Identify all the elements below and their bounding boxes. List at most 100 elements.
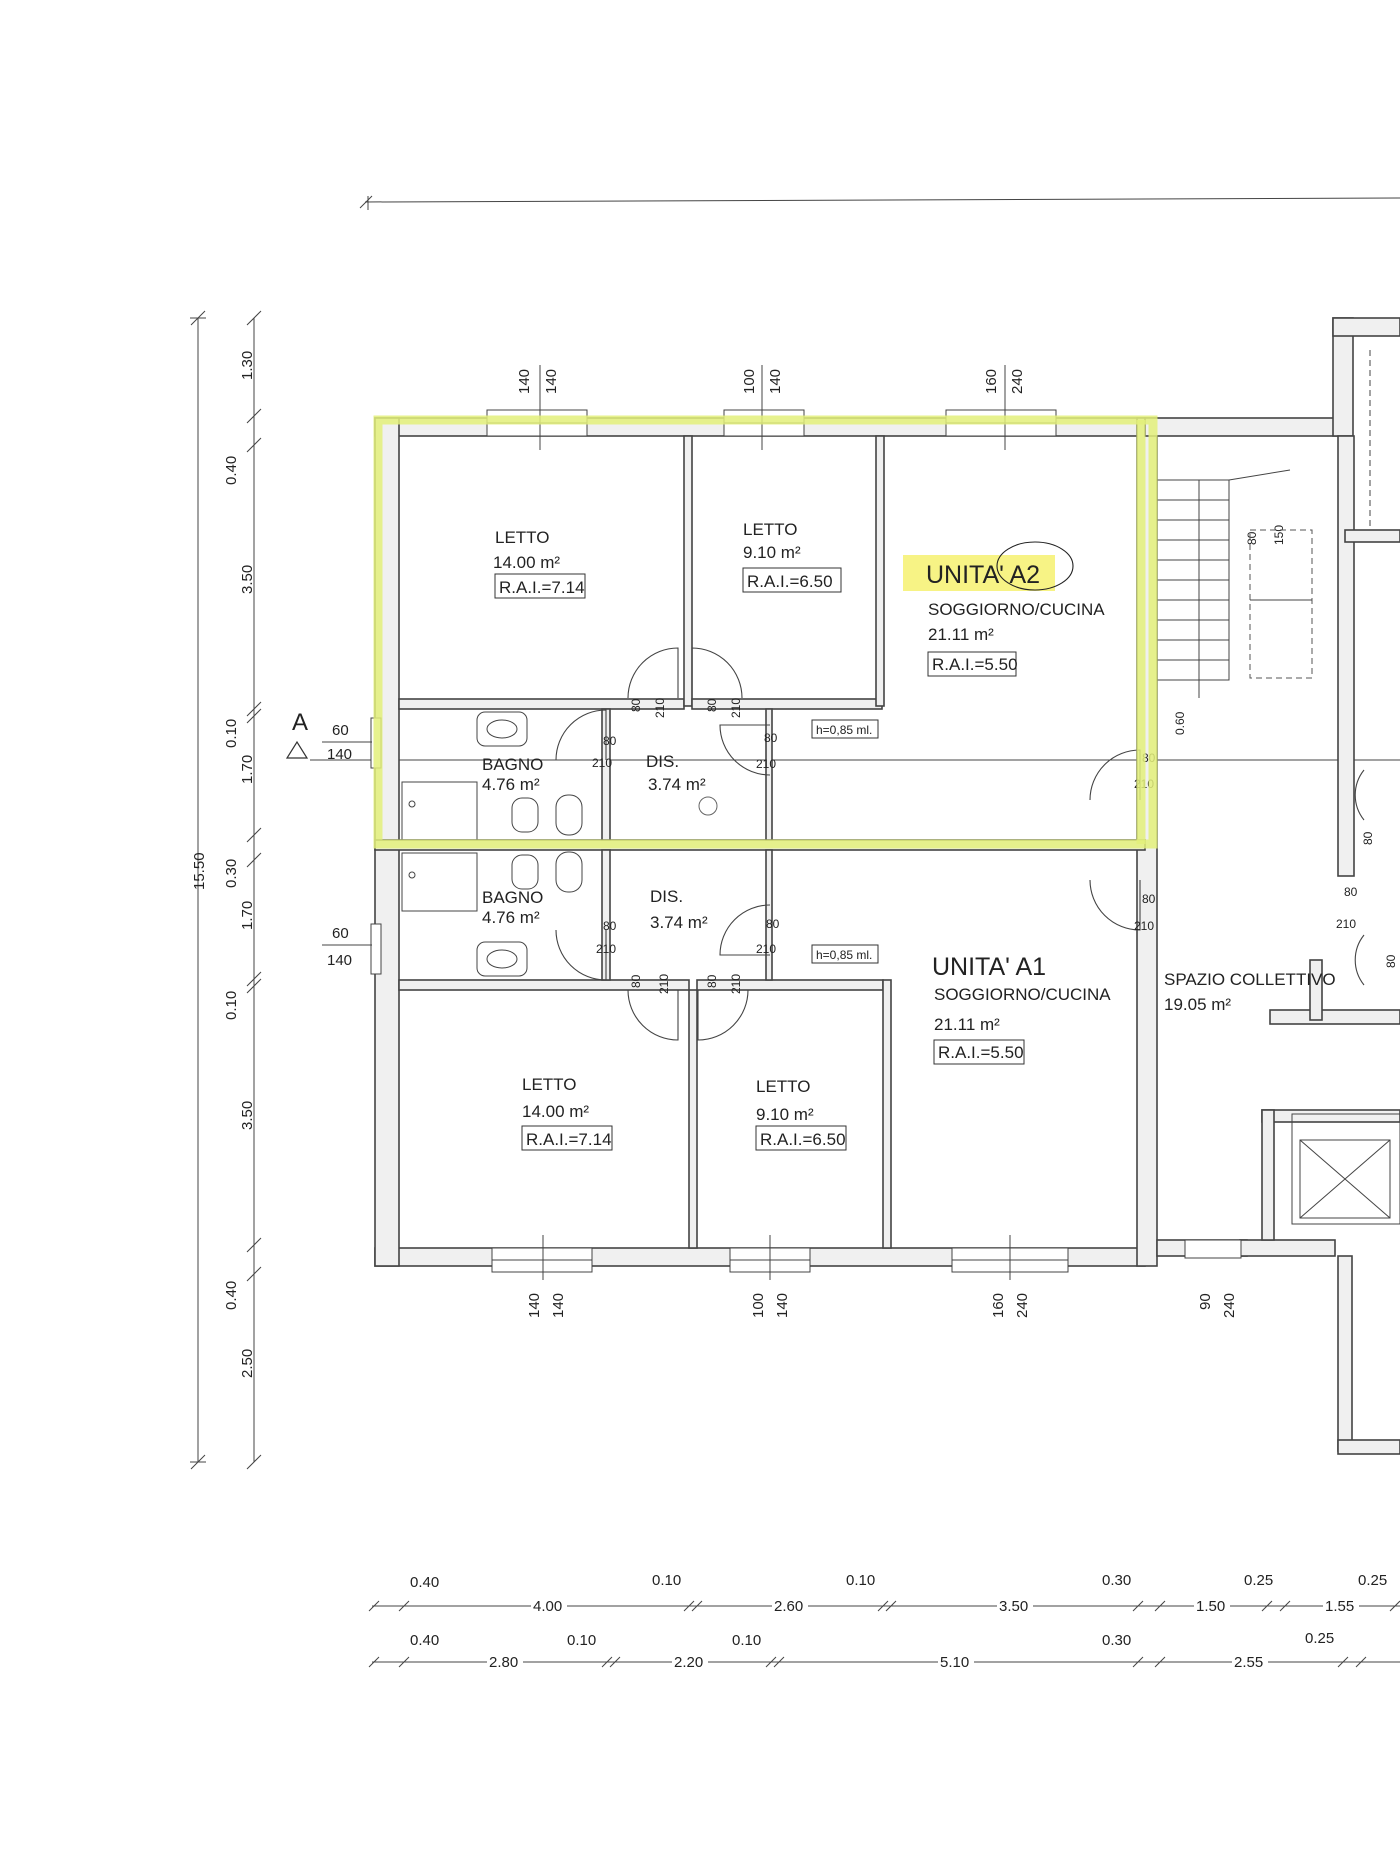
a1-hall-name: DIS. — [650, 887, 683, 906]
elevator — [1291, 1113, 1400, 1225]
a1-bath-name: BAGNO — [482, 888, 543, 907]
a2-bed1-rai: R.A.I.=7.14 — [499, 578, 585, 597]
win-top-2-b: 140 — [767, 369, 784, 394]
staircase — [1156, 350, 1371, 698]
a2-bed2-rai: R.A.I.=6.50 — [747, 572, 833, 591]
dim-3-50-top: 3.50 — [239, 565, 256, 594]
door-right-bot: 80 — [1384, 954, 1398, 968]
door-bath2-w: 80 — [603, 734, 617, 748]
a2-hall-area: 3.74 m² — [648, 775, 706, 794]
a2-living-name: SOGGIORNO/CUCINA — [928, 600, 1105, 619]
door-unit1-h: 210 — [1134, 919, 1154, 933]
r2-0-25: 0.25 — [1305, 1630, 1334, 1647]
win-top-3-b: 240 — [1009, 369, 1026, 394]
bottom-dimension-row-2: 0.40 0.10 0.10 0.30 0.25 2.80 2.20 5.10 … — [368, 1630, 1400, 1671]
door-bed2b-w: 80 — [705, 698, 719, 712]
door-unit1-w: 80 — [1142, 892, 1156, 906]
dim-total-height: 15.50 — [191, 852, 208, 890]
win-top-3-a: 160 — [983, 369, 1000, 394]
door-bed1a-h: 210 — [657, 974, 671, 994]
door-bed2a-h: 210 — [653, 698, 667, 718]
a1-living-rai: R.A.I.=5.50 — [938, 1043, 1024, 1062]
r2-2-20: 2.20 — [674, 1654, 703, 1671]
door-common-w: 80 — [1344, 885, 1358, 899]
dim-2-50: 2.50 — [239, 1349, 256, 1378]
door-swings — [555, 647, 1365, 1041]
building-walls — [374, 317, 1400, 1455]
bottom-window-labels: 140 140 100 140 160 240 90 240 — [526, 1293, 1238, 1318]
door-hall1-w: 80 — [766, 917, 780, 931]
unit-a2: LETTO 14.00 m² R.A.I.=7.14 LETTO 9.10 m²… — [482, 520, 1105, 794]
left-dimension-total: 15.50 — [190, 310, 208, 1470]
win-bot-4-a: 90 — [1197, 1293, 1214, 1310]
a2-living-rai: R.A.I.=5.50 — [932, 655, 1018, 674]
door-bath2-h: 210 — [592, 756, 612, 770]
a2-bath-name: BAGNO — [482, 755, 543, 774]
win-bot-1-b: 140 — [550, 1293, 567, 1318]
left-dimension-chain: 1.30 0.40 3.50 0.10 1.70 0.30 1.70 0.10 … — [223, 310, 262, 1470]
a1-living-name: SOGGIORNO/CUCINA — [934, 985, 1111, 1004]
unit-a2-highlight — [373, 415, 1158, 849]
door-stair-w: 80 — [1245, 531, 1259, 545]
win-bot-2-b: 140 — [774, 1293, 791, 1318]
door-bed1b-w: 80 — [705, 974, 719, 988]
r1-0-25-b: 0.25 — [1358, 1572, 1387, 1589]
r1-0-10-a: 0.10 — [652, 1572, 681, 1589]
door-hall1-h: 210 — [756, 942, 776, 956]
a1-bed1-rai: R.A.I.=7.14 — [526, 1130, 612, 1149]
r1-0-30: 0.30 — [1102, 1572, 1131, 1589]
a2-unit-label: UNITA' A2 — [926, 561, 1040, 589]
door-stair-h: 150 — [1272, 525, 1286, 545]
a2-hall-name: DIS. — [646, 752, 679, 771]
a1-bed1-name: LETTO — [522, 1075, 576, 1094]
win-bot-1-a: 140 — [526, 1293, 543, 1318]
win-bot-2-a: 100 — [750, 1293, 767, 1318]
r1-4-00: 4.00 — [533, 1598, 562, 1615]
section-marker: A — [285, 709, 1400, 761]
win-bot-3-b: 240 — [1014, 1293, 1031, 1318]
common-area: 19.05 m² — [1164, 995, 1231, 1014]
win-top-1-a: 140 — [516, 369, 533, 394]
a1-bed1-area: 14.00 m² — [522, 1102, 589, 1121]
a2-bed1-area: 14.00 m² — [493, 553, 560, 572]
a2-bed2-area: 9.10 m² — [743, 543, 801, 562]
side-win-top-h: 140 — [327, 746, 352, 763]
a1-bed2-area: 9.10 m² — [756, 1105, 814, 1124]
door-bed2a-w: 80 — [629, 698, 643, 712]
r2-0-30: 0.30 — [1102, 1632, 1131, 1649]
door-bath1-h: 210 — [596, 942, 616, 956]
r1-1-50: 1.50 — [1196, 1598, 1225, 1615]
win-top-2-a: 100 — [741, 369, 758, 394]
r2-2-80: 2.80 — [489, 1654, 518, 1671]
door-labels: 80 210 80 210 80 210 80 210 80 210 80 21… — [592, 525, 1398, 994]
dim-0-30: 0.30 — [223, 859, 240, 888]
dim-1-70-top: 1.70 — [239, 755, 256, 784]
door-bed1a-w: 80 — [629, 974, 643, 988]
a1-bath-area: 4.76 m² — [482, 908, 540, 927]
dim-0-10-bottom: 0.10 — [223, 991, 240, 1020]
win-bot-3-a: 160 — [990, 1293, 1007, 1318]
door-right-top: 80 — [1361, 831, 1375, 845]
door-hall2-w: 80 — [764, 731, 778, 745]
r1-0-40: 0.40 — [410, 1574, 439, 1591]
side-window-labels: 60 140 60 140 — [322, 717, 382, 975]
door-common-h: 210 — [1336, 917, 1356, 931]
a2-bath-area: 4.76 m² — [482, 775, 540, 794]
section-mark-top: A — [292, 709, 308, 736]
door-bed2b-h: 210 — [729, 698, 743, 718]
door-hall2-h: 210 — [756, 757, 776, 771]
top-window-labels: 140 140 100 140 160 240 — [516, 369, 1026, 394]
bottom-dimension-row-1: 0.40 0.10 0.10 0.30 0.25 0.25 4.00 2.60 … — [368, 1572, 1400, 1615]
a1-note: h=0,85 ml. — [816, 948, 872, 962]
win-top-1-b: 140 — [543, 369, 560, 394]
r1-0-10-b: 0.10 — [846, 1572, 875, 1589]
common-space: SPAZIO COLLETTIVO 19.05 m² — [1164, 970, 1336, 1014]
top-dimension-line — [359, 195, 1400, 210]
a2-bed2-name: LETTO — [743, 520, 797, 539]
side-win-bot-h: 140 — [327, 952, 352, 969]
dim-0-40-top: 0.40 — [223, 456, 240, 485]
dim-0-10-top: 0.10 — [223, 719, 240, 748]
r2-0-40: 0.40 — [410, 1632, 439, 1649]
side-win-top-w: 60 — [332, 722, 349, 739]
